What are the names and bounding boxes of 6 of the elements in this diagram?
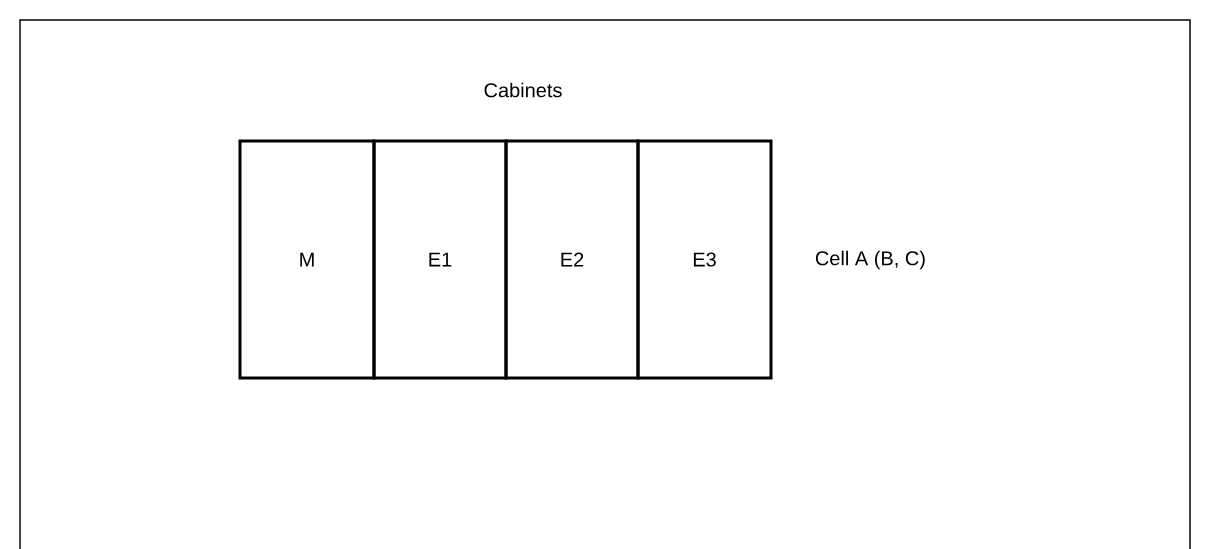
cabinet-box: M [238,139,376,380]
row-label: Cell A (B, C) [815,250,925,270]
title: Cabinets [484,82,562,98]
cabinet-box: E3 [636,139,773,380]
cabinet-box: E1 [372,139,508,380]
cabinet-box: E2 [504,139,640,380]
